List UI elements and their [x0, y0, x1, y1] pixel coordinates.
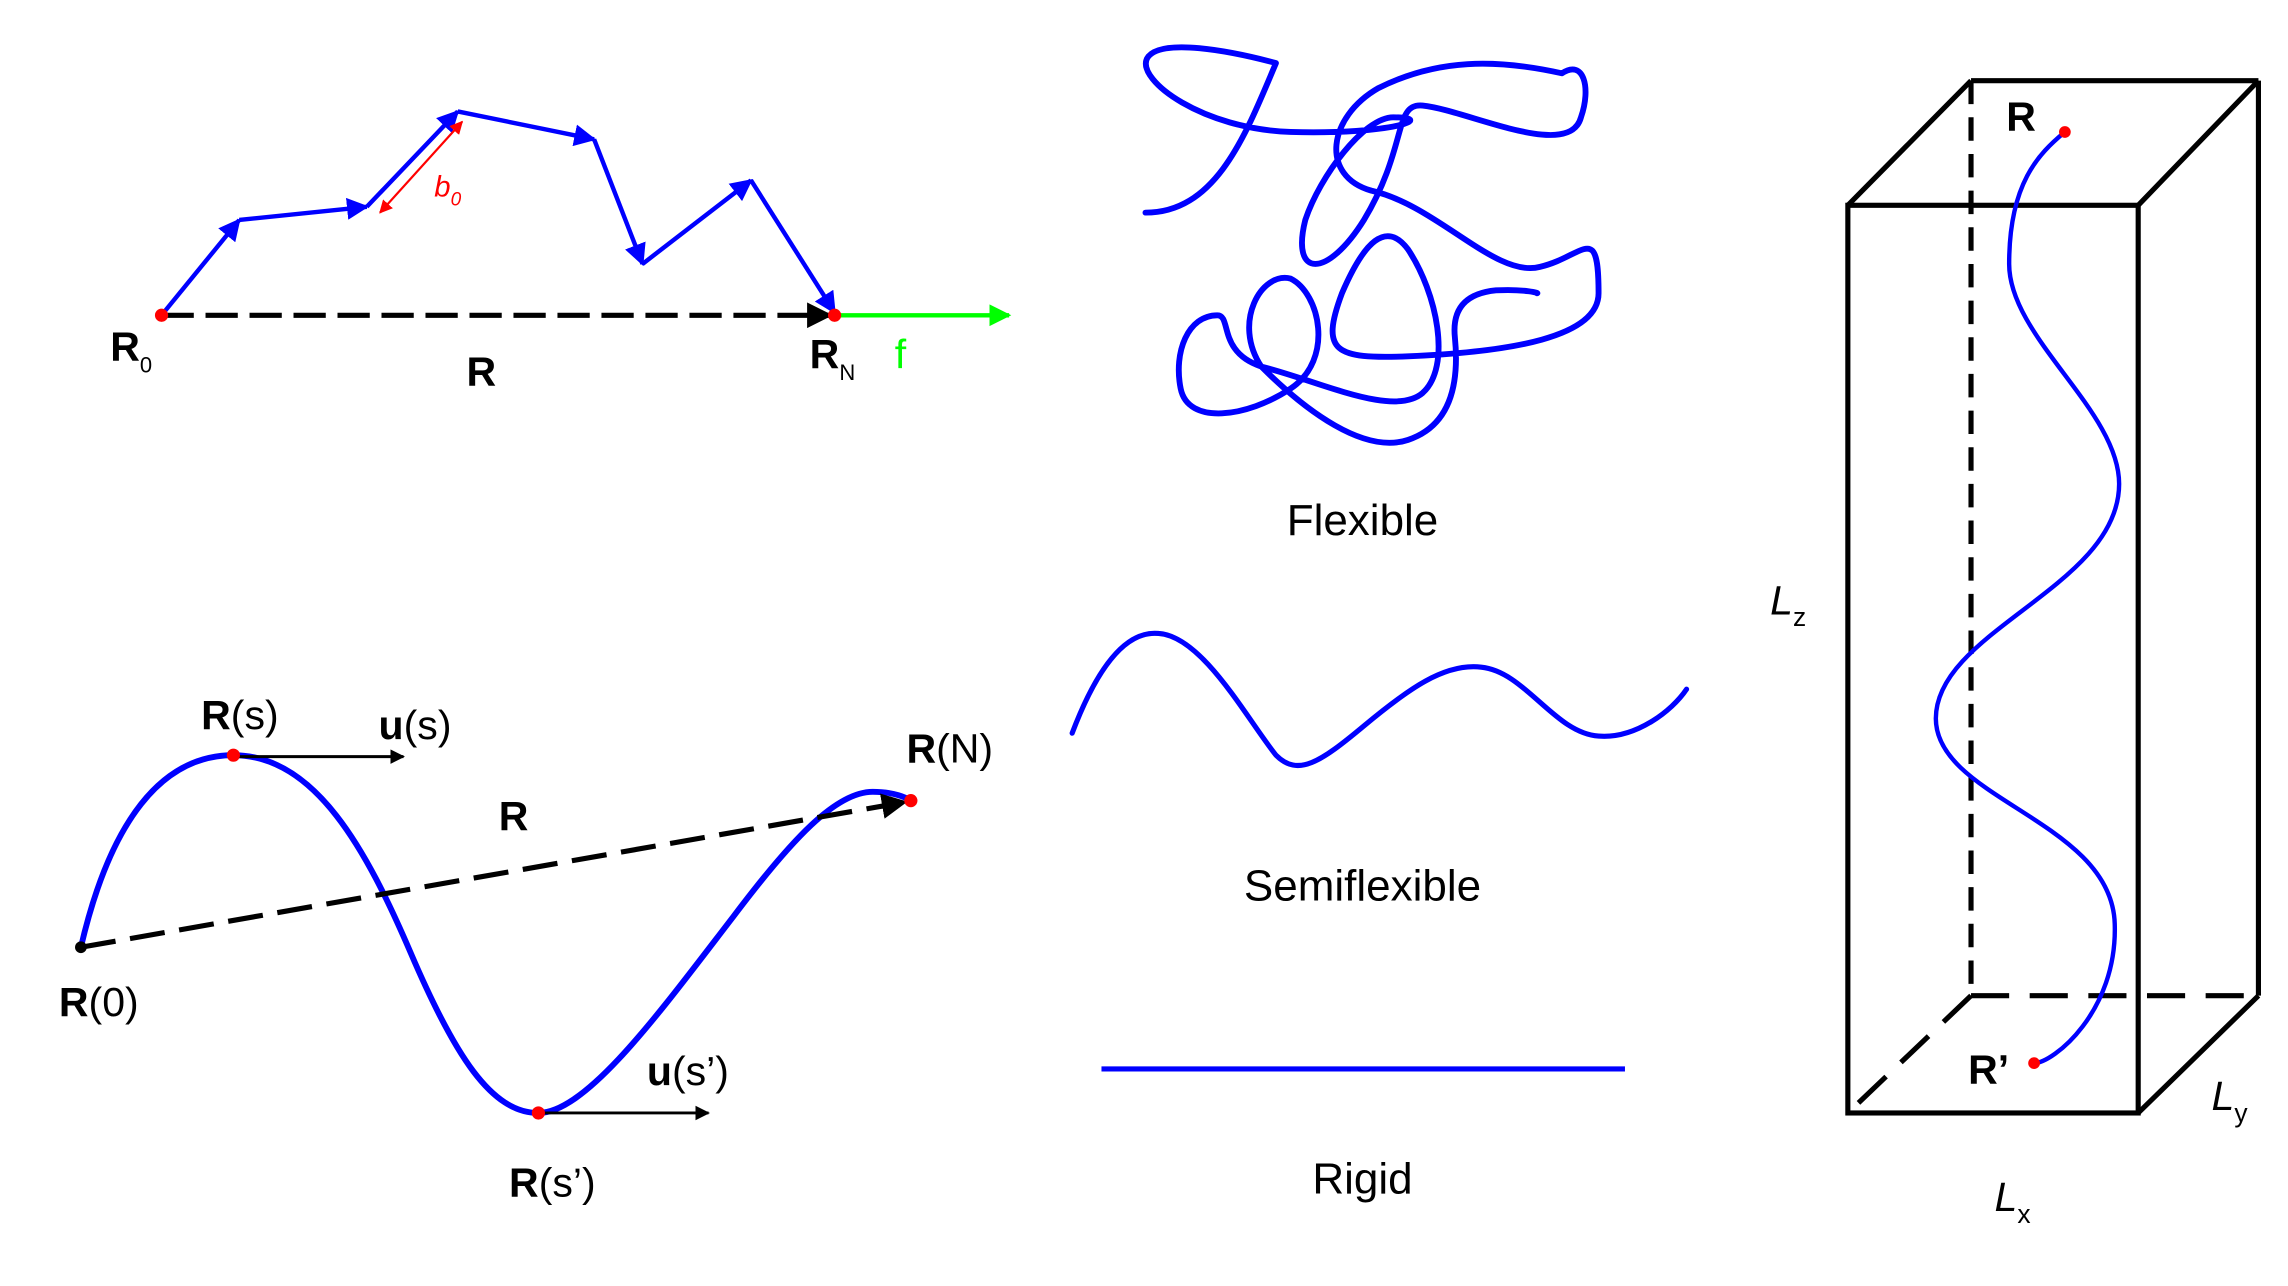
bond-length-label: b0	[434, 170, 461, 210]
confinement-box-panel: R R’ Lz Lx Ly	[1770, 78, 2262, 1229]
semiflexible-chain	[1069, 630, 1690, 768]
force-label: f	[895, 331, 907, 377]
end-label: R(N)	[906, 726, 993, 772]
end-point	[827, 308, 842, 322]
point-s	[226, 748, 240, 762]
end-to-end-label: R	[467, 349, 497, 395]
bottom-point	[2028, 1057, 2040, 1069]
start-point	[75, 941, 87, 954]
end-point	[904, 794, 918, 808]
flexible-chain-coil	[1142, 44, 1602, 446]
ly-label: Ly	[2212, 1073, 2249, 1128]
semiflexible-label: Semiflexible	[1244, 861, 1481, 910]
box-edges	[1845, 78, 2262, 1116]
chain-types-panel: Flexible Semiflexible Rigid	[1069, 44, 1690, 1204]
top-point-label: R	[2006, 94, 2036, 140]
end-to-end-label: R	[499, 793, 529, 839]
continuous-chain-panel: R(0) R(s) u(s) R R(N) u(s’) R(s’)	[59, 692, 993, 1206]
lx-label: Lx	[1994, 1174, 2030, 1229]
bond-length-indicator	[379, 120, 464, 214]
confined-chain	[1933, 129, 2122, 1066]
point-s-prime	[531, 1106, 545, 1120]
start-point	[154, 308, 169, 322]
tangent-s-label: u(s)	[379, 702, 452, 748]
lz-label: Lz	[1770, 577, 1806, 632]
flexible-label: Flexible	[1287, 496, 1439, 545]
start-label: R(0)	[59, 979, 139, 1025]
bond-vectors	[159, 109, 837, 317]
point-s-label: R(s)	[201, 692, 279, 738]
top-point	[2059, 126, 2071, 138]
freely-jointed-chain-panel: b0 R0 R RN f	[110, 109, 1012, 395]
chain-contour	[77, 752, 914, 1116]
tangent-s-prime-label: u(s’)	[647, 1048, 729, 1094]
start-label: R0	[110, 324, 152, 378]
rigid-label: Rigid	[1312, 1155, 1412, 1204]
end-to-end-vector	[80, 793, 908, 950]
bottom-point-label: R’	[1968, 1047, 2009, 1093]
point-s-prime-label: R(s’)	[509, 1160, 596, 1206]
end-label: RN	[810, 331, 856, 385]
